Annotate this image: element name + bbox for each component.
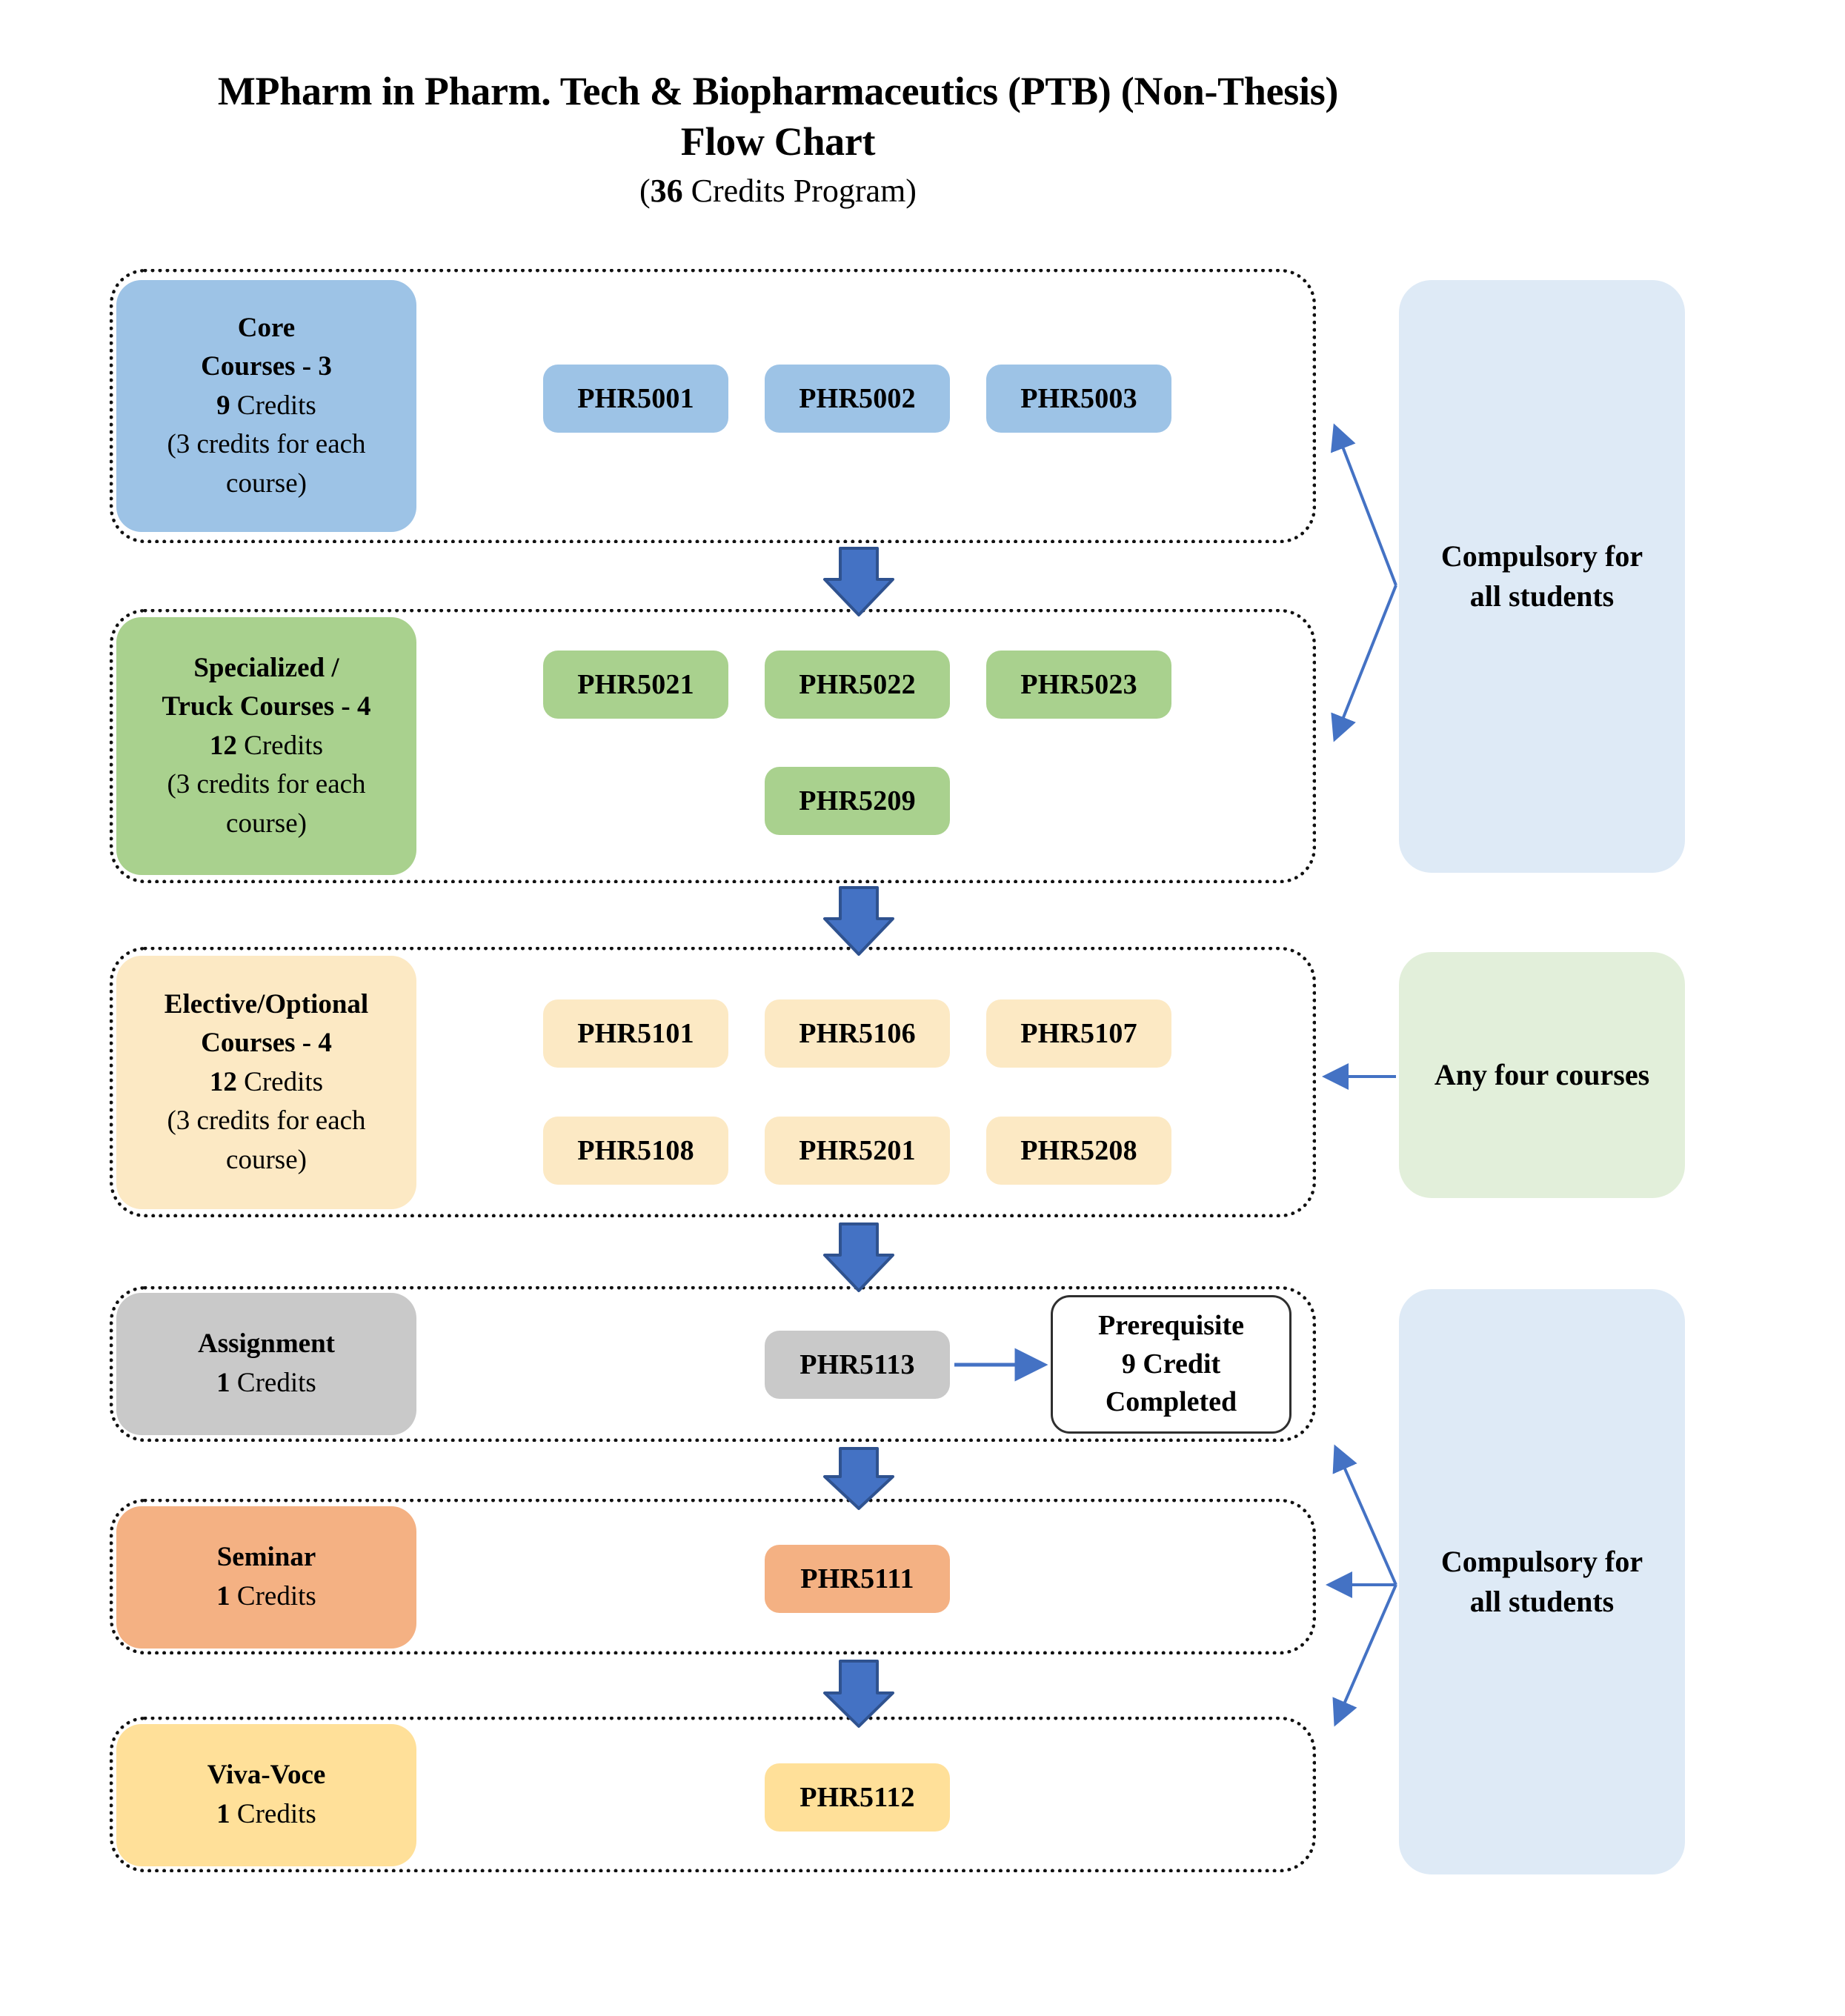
assignment-credits-line: 1 Credits [216, 1364, 316, 1403]
core-credits-note: (3 credits for each course) [167, 429, 366, 499]
credits-suffix: Credits Program) [682, 173, 917, 209]
course-chip-phr5003[interactable]: PHR5003 [986, 365, 1171, 433]
elective-credits-note: (3 credits for each course) [167, 1105, 366, 1175]
prerequisite-box: Prerequisite 9 Credit Completed [1051, 1295, 1292, 1434]
credits-paren-open: ( [639, 173, 651, 209]
course-chip-phr5001[interactable]: PHR5001 [543, 365, 728, 433]
elective-credits-number: 12 [209, 1066, 237, 1097]
course-chip-phr5201[interactable]: PHR5201 [765, 1117, 950, 1185]
specialized-credits-line: 12 Credits [210, 727, 323, 766]
viva-credits-number: 1 [216, 1799, 230, 1829]
course-chip-phr5002[interactable]: PHR5002 [765, 365, 950, 433]
seminar-label: Seminar [216, 1542, 316, 1573]
category-box-specialized: Specialized / Truck Courses - 4 12 Credi… [116, 617, 416, 875]
title-credits-line: (36 Credits Program) [0, 167, 1556, 216]
section-viva-voce [110, 1717, 1316, 1872]
note-any-four-courses: Any four courses [1399, 952, 1685, 1198]
note-compulsory-bottom-line-1: Compulsory for [1440, 1545, 1643, 1578]
section-seminar [110, 1499, 1316, 1654]
note-compulsory-bottom-line-2: all students [1469, 1585, 1615, 1618]
specialized-label-line-2: Truck Courses - 4 [162, 691, 371, 722]
specialized-credits-number: 12 [209, 730, 237, 761]
elective-credits-line: 12 Credits [210, 1063, 323, 1102]
elective-label-line-1: Elective/Optional [164, 988, 369, 1019]
page-title: MPharm in Pharm. Tech & Biopharmaceutics… [0, 67, 1556, 216]
course-chip-phr5208[interactable]: PHR5208 [986, 1117, 1171, 1185]
elective-credits-word: Credits [236, 1066, 324, 1097]
flow-arrow-specialized-to-elective [823, 886, 894, 956]
core-label-line-1: Core [237, 312, 296, 343]
course-chip-phr5101[interactable]: PHR5101 [543, 999, 728, 1068]
category-box-viva: Viva-Voce 1 Credits [116, 1724, 416, 1866]
course-chip-phr5106[interactable]: PHR5106 [765, 999, 950, 1068]
seminar-credits-word: Credits [230, 1581, 316, 1611]
section-elective-courses [110, 947, 1316, 1217]
core-label-line-2: Courses - 3 [201, 351, 332, 382]
course-chip-phr5113[interactable]: PHR5113 [765, 1331, 950, 1399]
section-assignment [110, 1286, 1316, 1442]
flow-arrow-core-to-specialized [823, 547, 894, 616]
course-chip-phr5107[interactable]: PHR5107 [986, 999, 1171, 1068]
course-chip-phr5021[interactable]: PHR5021 [543, 651, 728, 719]
assignment-credits-number: 1 [216, 1368, 230, 1398]
course-chip-phr5022[interactable]: PHR5022 [765, 651, 950, 719]
seminar-credits-number: 1 [216, 1581, 230, 1611]
course-chip-phr5111[interactable]: PHR5111 [765, 1545, 950, 1613]
core-credits-line: 9 Credits [216, 387, 316, 426]
section-core-courses [110, 269, 1316, 543]
category-box-assignment: Assignment 1 Credits [116, 1293, 416, 1435]
assignment-label: Assignment [197, 1328, 336, 1360]
assignment-credits-word: Credits [230, 1368, 316, 1398]
title-line-2: Flow Chart [680, 119, 876, 164]
note-compulsory-top-line-1: Compulsory for [1440, 539, 1643, 573]
core-credits-number: 9 [216, 390, 230, 421]
seminar-credits-line: 1 Credits [216, 1577, 316, 1617]
viva-credits-line: 1 Credits [216, 1795, 316, 1834]
note-compulsory-top: Compulsory for all students [1399, 280, 1685, 873]
category-box-seminar: Seminar 1 Credits [116, 1506, 416, 1649]
elective-label-line-2: Courses - 4 [201, 1028, 332, 1059]
prerequisite-line-3: Completed [1105, 1386, 1237, 1418]
course-chip-phr5209[interactable]: PHR5209 [765, 767, 950, 835]
note-compulsory-bottom: Compulsory for all students [1399, 1289, 1685, 1874]
category-box-core: Core Courses - 3 9 Credits (3 credits fo… [116, 280, 416, 532]
note-compulsory-top-line-2: all students [1469, 579, 1615, 613]
specialized-label-line-1: Specialized / [193, 652, 339, 683]
note-any-four-label: Any four courses [1434, 1058, 1650, 1091]
title-line-1: MPharm in Pharm. Tech & Biopharmaceutics… [217, 69, 1339, 113]
viva-credits-word: Credits [230, 1799, 316, 1829]
connector-compulsory-top [1330, 423, 1397, 742]
course-chip-phr5112[interactable]: PHR5112 [765, 1763, 950, 1832]
specialized-credits-word: Credits [236, 730, 324, 761]
specialized-credits-note: (3 credits for each course) [167, 769, 366, 839]
prerequisite-line-1: Prerequisite [1098, 1309, 1244, 1341]
core-credits-word: Credits [230, 390, 316, 421]
course-chip-phr5108[interactable]: PHR5108 [543, 1117, 728, 1185]
connector-compulsory-bottom [1326, 1444, 1397, 1727]
prerequisite-line-2: 9 Credit [1121, 1348, 1221, 1380]
section-specialized-courses [110, 609, 1316, 883]
viva-label: Viva-Voce [207, 1760, 326, 1791]
credits-number: 36 [650, 173, 683, 209]
flow-arrow-elective-to-assignment [823, 1222, 894, 1292]
category-box-elective: Elective/Optional Courses - 4 12 Credits… [116, 956, 416, 1209]
course-chip-phr5023[interactable]: PHR5023 [986, 651, 1171, 719]
